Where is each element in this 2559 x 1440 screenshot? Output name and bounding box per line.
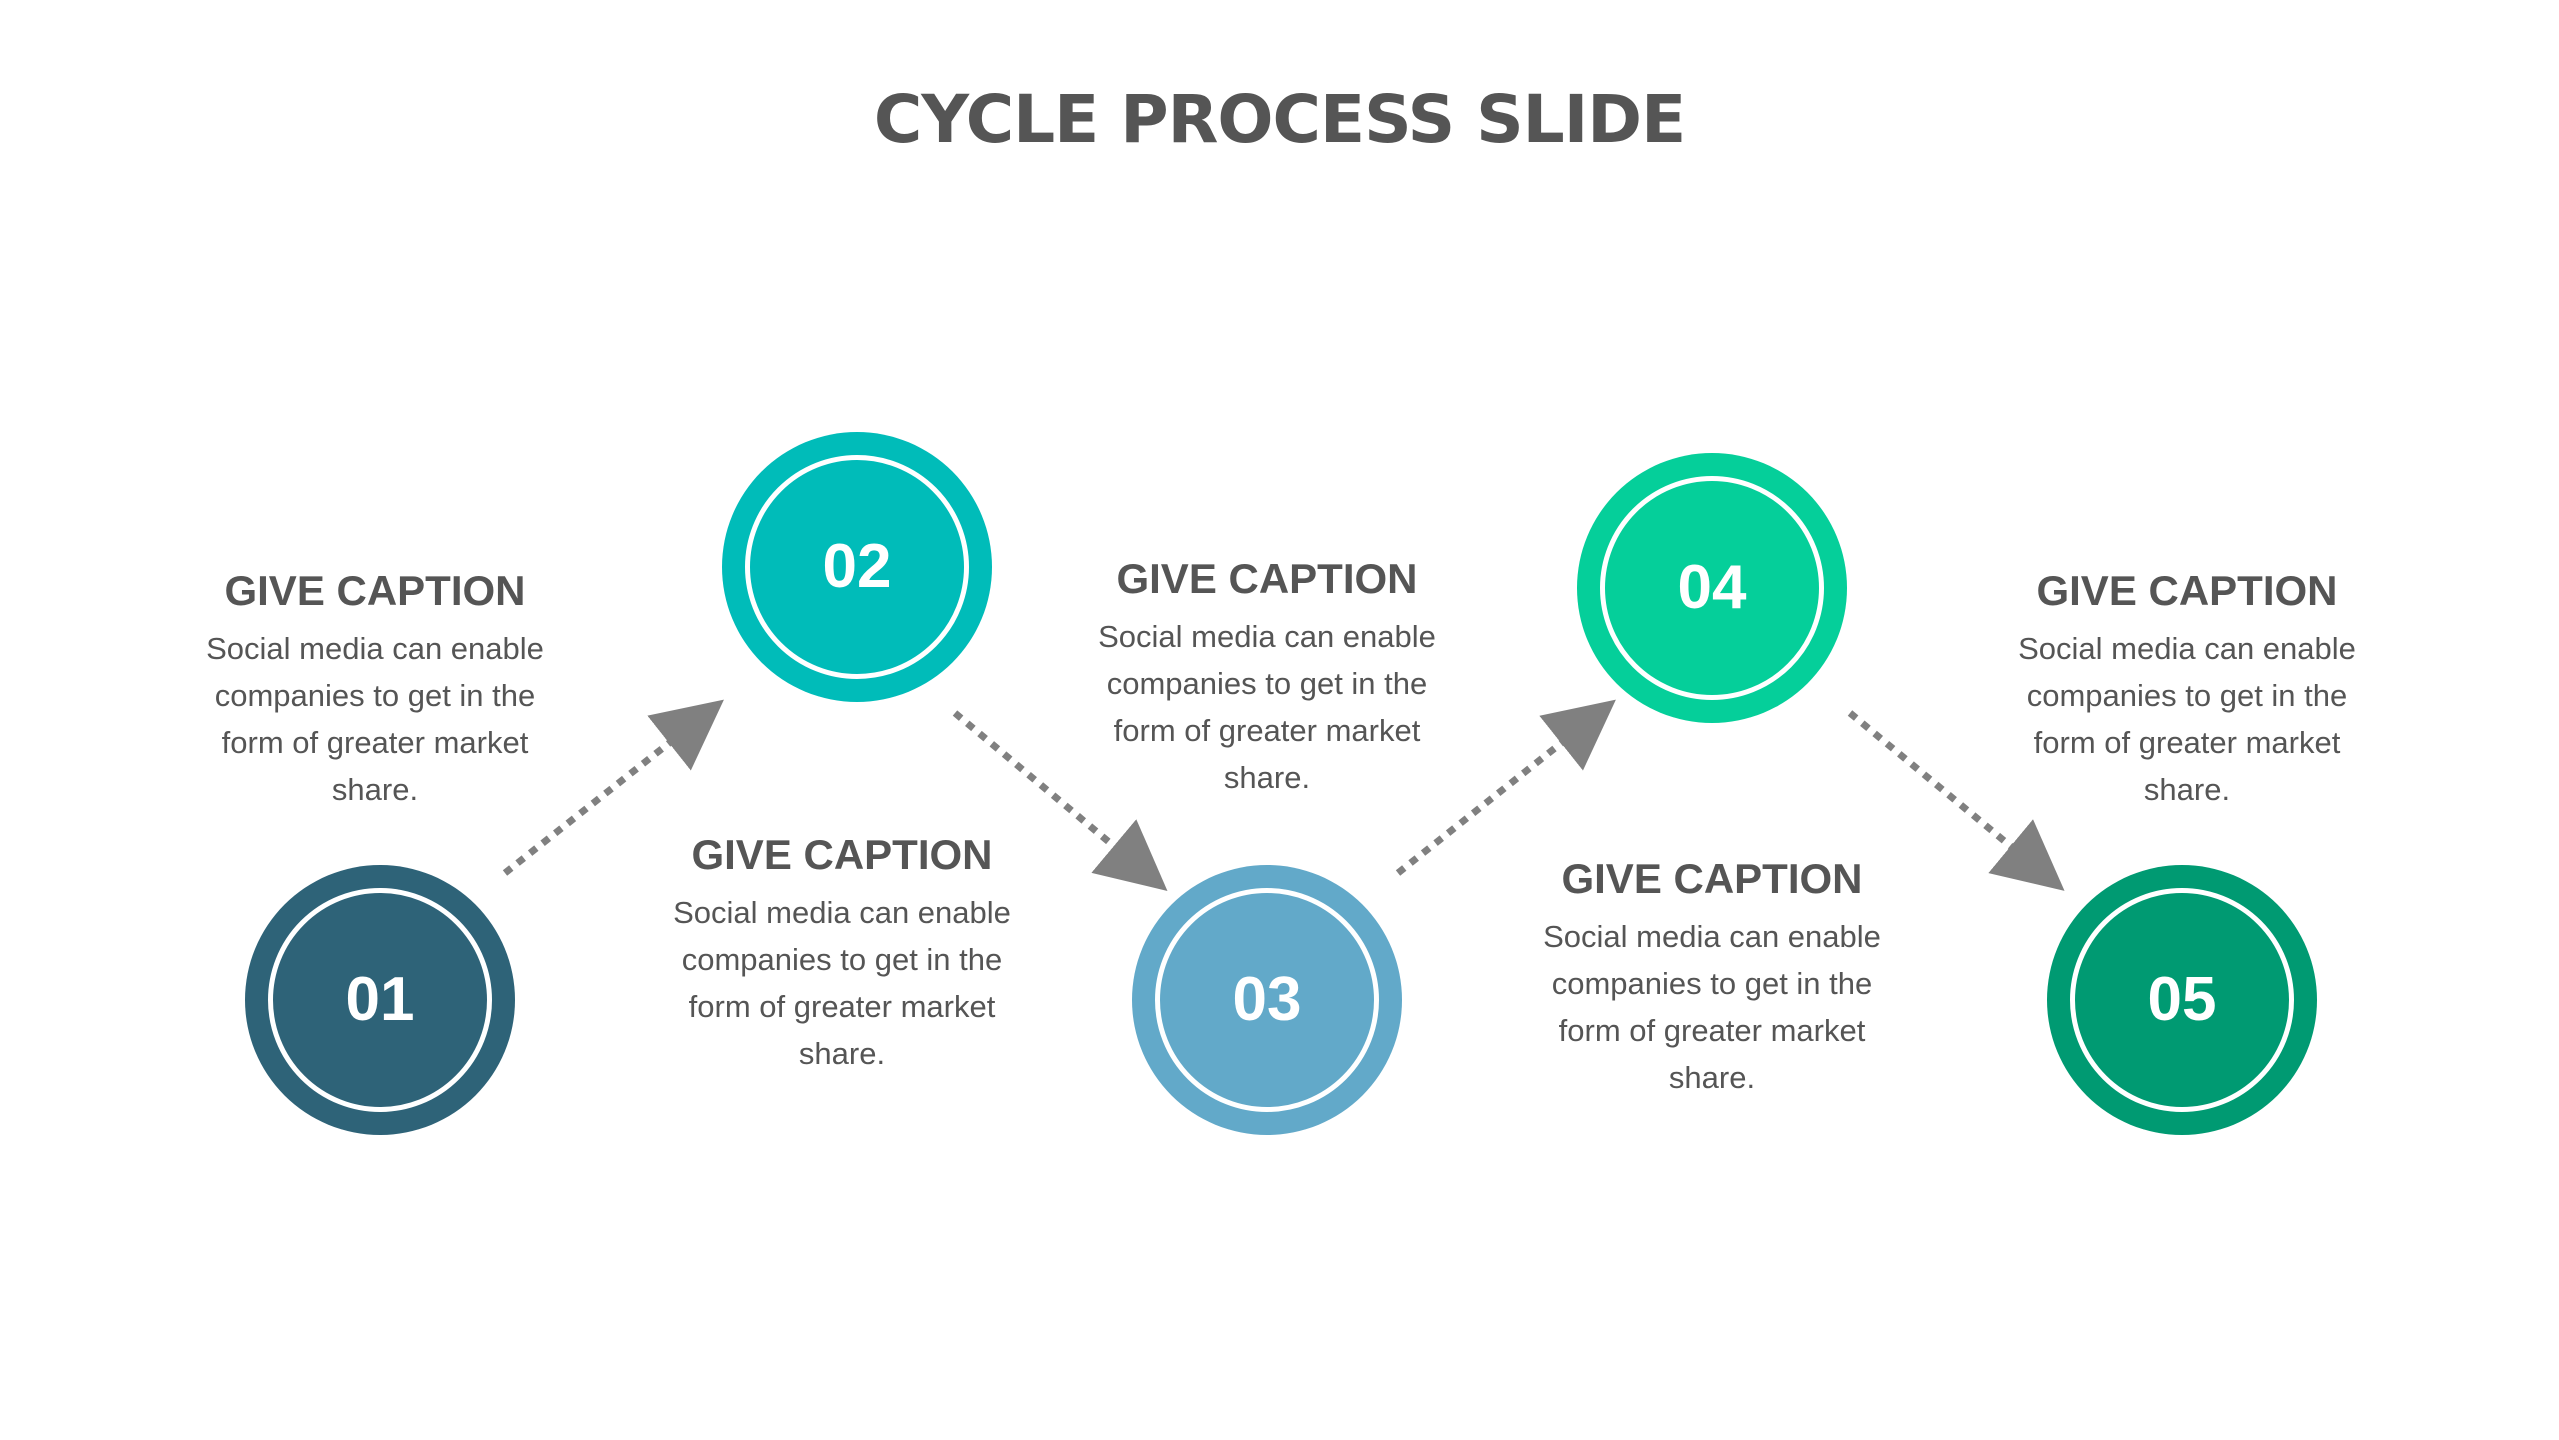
step-ring: 04	[1600, 476, 1824, 700]
caption-02: GIVE CAPTION Social media can enable com…	[632, 829, 1052, 1077]
caption-title: GIVE CAPTION	[691, 831, 993, 878]
step-circle-04: 04	[1577, 453, 1847, 723]
step-number: 02	[822, 532, 892, 601]
caption-text: Social media can enable companies to get…	[1543, 919, 1881, 1095]
step-circle-03: 03	[1132, 865, 1402, 1135]
caption-text: Social media can enable companies to get…	[206, 631, 544, 807]
step-ring: 05	[2070, 888, 2294, 1112]
caption-text: Social media can enable companies to get…	[673, 895, 1011, 1071]
step-ring: 03	[1155, 888, 1379, 1112]
step-number: 04	[1677, 553, 1747, 622]
caption-title: GIVE CAPTION	[224, 567, 526, 614]
caption-title: GIVE CAPTION	[1116, 555, 1418, 602]
caption-05: GIVE CAPTION Social media can enable com…	[1977, 565, 2397, 813]
slide-title: CYCLE PROCESS SLIDE	[873, 81, 1686, 158]
caption-01: GIVE CAPTION Social media can enable com…	[165, 565, 585, 813]
arrow-01-02	[502, 699, 724, 876]
arrow-03-04	[1395, 699, 1616, 876]
step-circle-02: 02	[722, 432, 992, 702]
caption-title: GIVE CAPTION	[2036, 567, 2338, 614]
step-ring: 02	[745, 455, 969, 679]
step-number: 01	[345, 965, 415, 1034]
step-circle-05: 05	[2047, 865, 2317, 1135]
step-circle-01: 01	[245, 865, 515, 1135]
caption-title: GIVE CAPTION	[1561, 855, 1863, 902]
step-number: 05	[2147, 965, 2217, 1034]
caption-03: GIVE CAPTION Social media can enable com…	[1057, 553, 1477, 801]
caption-04: GIVE CAPTION Social media can enable com…	[1502, 853, 1922, 1101]
arrow-04-05	[1847, 710, 2065, 891]
caption-text: Social media can enable companies to get…	[2018, 631, 2356, 807]
step-ring: 01	[268, 888, 492, 1112]
caption-text: Social media can enable companies to get…	[1098, 619, 1436, 795]
step-number: 03	[1232, 965, 1302, 1034]
